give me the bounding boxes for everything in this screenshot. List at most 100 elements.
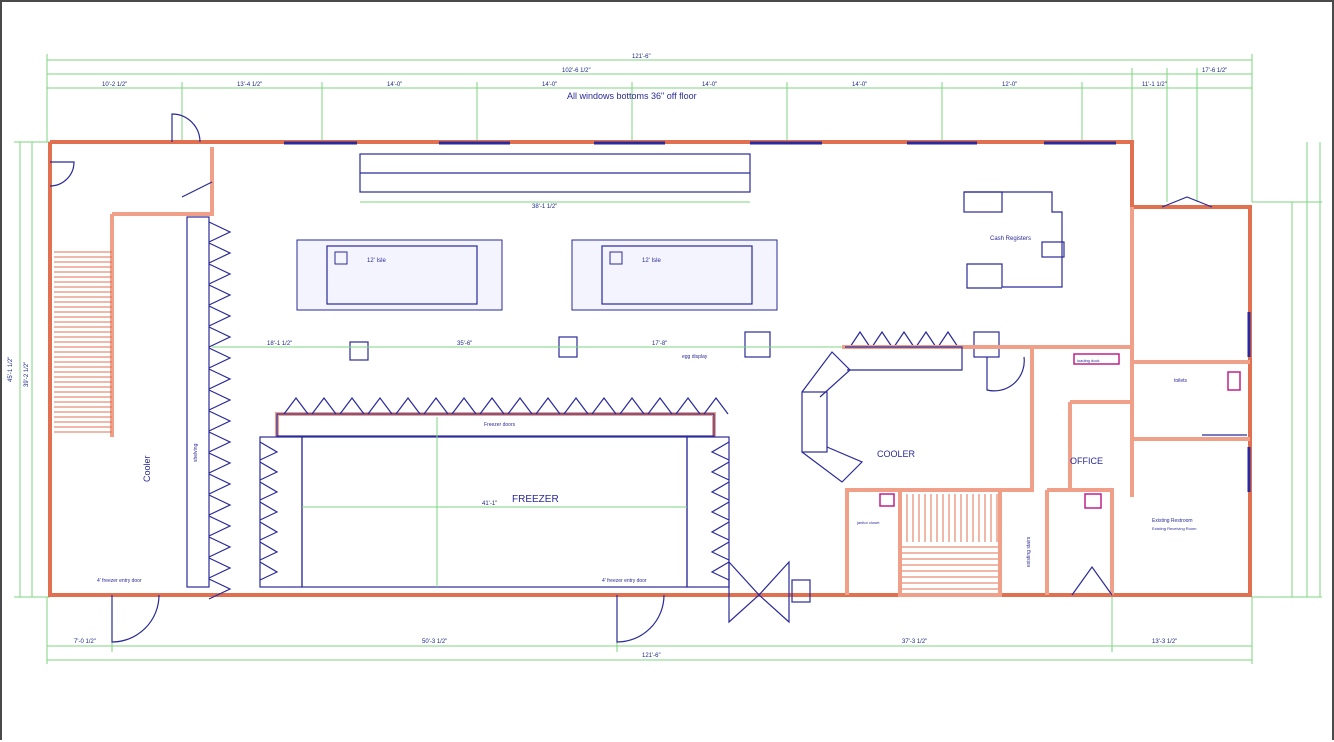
freezer-door-swing [259,561,279,581]
freezer-door-swing [619,397,645,415]
dim-bottom-right1: 37'-3 1/2" [902,639,927,645]
dim-freezer-width: 41'-1" [482,501,497,507]
janitor-closet-label: janitor closet [856,520,880,525]
room-cooler: COOLER [877,449,916,459]
doors [49,113,1213,643]
freezer-door-swing [208,452,232,474]
left-cooler: Cooler [110,147,214,482]
freezer-door-swing [479,397,505,415]
freezer: FREEZER 41'-1" Freezer doors 4' freezer … [97,412,730,588]
freezer-door-swing [208,368,232,390]
table-a-label: 12' Isle [367,258,386,264]
freezer-door-column [186,216,730,600]
freezer-door-swing [710,561,730,581]
freezer-door-swing [710,541,730,561]
freezer-door-swing [259,501,279,521]
dim-bottom-left: 7'-0 1/2" [74,639,96,645]
freezer-door-swing [208,431,232,453]
room-freezer: FREEZER [512,494,559,505]
shelving-label: shelving [193,443,199,462]
freezer-door-swing [367,397,393,415]
office-area: OFFICE Existing Restroom Existing Receiv… [879,207,1250,595]
dim-seg4: 14'-0" [542,82,557,88]
freezer-door-swing [259,441,279,461]
freezer-door-swing [208,284,232,306]
cooler-door-swing [871,330,893,348]
dim-right-top-a: 17'-6 1/2" [1202,68,1227,74]
freezer-door-swing [710,441,730,461]
freezer-door-swing [507,397,533,415]
freezer-door-swing [208,389,232,411]
freezer-door-swing [339,397,365,415]
freezer-door-swing [208,221,232,243]
loading-dock-label: loading dock [1077,358,1099,363]
dim-bottom-mid: 50'-3 1/2" [422,639,447,645]
freezer-door-swing [423,397,449,415]
freezer-door-swing [208,494,232,516]
dim-overall-bottom: 121'-6" [642,653,661,659]
dim-seg5: 14'-0" [702,82,717,88]
room-cooler-left: Cooler [142,455,152,482]
freezer-door-swing [703,397,729,415]
freezer-door-swing [710,461,730,481]
top-shelving: 12' Isle 12' Isle 38'-1 1/2" [296,153,778,311]
dim-mid-row1: 18'-1 1/2" [267,341,292,347]
freezer-door-swing [259,481,279,501]
freezer-door-swing [259,461,279,481]
cooler-right: COOLER [801,345,1034,507]
dim-mid-row2: 35'-6" [457,341,472,347]
freezer-doors-label: Freezer doors [484,422,516,428]
dim-table-len: 38'-1 1/2" [532,204,557,210]
freezer-door-swing [591,397,617,415]
windows-top [284,141,1251,492]
dim-seg1: 10'-2 1/2" [102,82,127,88]
dim-overall-top: 121'-6" [632,54,651,60]
freezer-door-swing [208,242,232,264]
cooler-door-swing [849,330,871,348]
side-dimensions: 45'-1 1/2" 39'-2 1/2" [8,141,1322,598]
dim-mid-row3: 17'-8" [652,341,667,347]
freezer-door-swing [675,397,701,415]
freezer-door-swing [259,541,279,561]
freezer-door-swing [208,515,232,537]
exterior-walls [48,140,1252,597]
table-b-label: 12' Isle [642,258,661,264]
freezer-door-swing [208,263,232,285]
cash-registers: Cash Registers [963,191,1065,289]
freezer-door-swing [208,536,232,558]
freezer-door-swing [311,397,337,415]
freezer-door-swing [647,397,673,415]
freezer-door-swing [208,578,232,600]
freezer-door-swing [710,521,730,541]
dim-secondary-top: 102'-6 1/2" [562,68,591,74]
storage-room-label: Existing Receiving Room [1152,526,1197,531]
dim-seg3: 14'-0" [387,82,402,88]
dim-bottom-right2: 13'-3 1/2" [1152,639,1177,645]
freezer-door-swing [208,326,232,348]
freezer-door-swing [208,347,232,369]
existing-stairs-label: existing stairs [1026,536,1032,567]
top-dimensions: 121'-6" 102'-6 1/2" 17'-6 1/2" 11'-1 1/2… [46,54,1253,202]
window-note: All windows bottoms 36" off floor [567,91,697,101]
stairs-middle [902,494,998,590]
dim-left-inner: 39'-2 1/2" [24,362,30,387]
cash-registers-label: Cash Registers [990,236,1031,242]
toilets-label: toilets [1174,378,1188,384]
freezer-door-swing [563,397,589,415]
cooler-door-swing [915,330,937,348]
freezer-door-swing [535,397,561,415]
restroom-label: Existing Restroom [1152,518,1193,524]
dim-seg7: 12'-0" [1002,82,1017,88]
freezer-door-swing [259,521,279,541]
bottom-dimensions: 7'-0 1/2" 50'-3 1/2" 37'-3 1/2" 13'-3 1/… [46,597,1253,664]
freezer-door-swing [395,397,421,415]
cooler-door-swing [937,330,959,348]
freezer-top-doors [283,330,959,415]
stairs-left [54,251,112,433]
dim-right-top-b: 11'-1 1/2" [1142,82,1167,88]
freezer-door-label-b: 4' freezer entry door [602,578,647,584]
freezer-door-swing [208,557,232,579]
janitor-stairs: janitor closet existing stairs shelving [193,443,1032,597]
